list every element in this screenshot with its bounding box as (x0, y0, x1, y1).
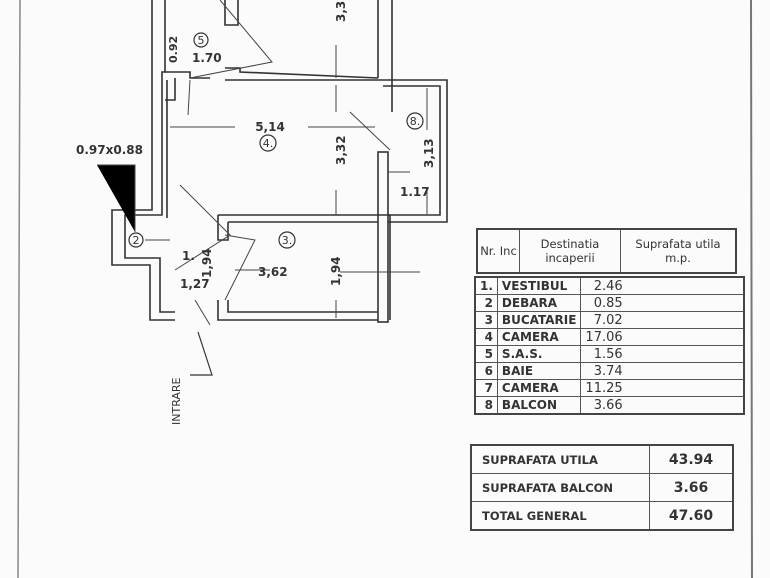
room-number: 8 (474, 396, 498, 415)
header-nr: Nr. Inc (476, 228, 520, 274)
room-area: 3.74 (580, 362, 745, 380)
dim-debara-size: 0.97x0.88 (76, 143, 143, 157)
room-2-marker: 2 (133, 234, 140, 247)
room-area: 3.66 (580, 396, 745, 415)
summary-value: 43.94 (649, 444, 734, 474)
rooms-table-header: Nr. Inc Destinatia incaperii Suprafata u… (476, 228, 737, 274)
page-border-left (17, 0, 21, 578)
dim-balcony-height: 3,13 (422, 138, 436, 168)
room-name: BALCON (496, 396, 582, 415)
room-area: 1.56 (580, 345, 745, 363)
room-number: 7 (474, 379, 498, 397)
summary-label: TOTAL GENERAL (470, 501, 650, 531)
room-area: 0.85 (580, 294, 745, 312)
header-area: Suprafata utila m.p. (620, 228, 737, 274)
room-name: BAIE (496, 362, 582, 380)
room-3-marker: 3. (282, 234, 293, 247)
room-area: 7.02 (580, 311, 745, 329)
header-destination: Destinatia incaperii (519, 228, 621, 274)
room-8-marker: 8. (410, 115, 421, 128)
dim-room4-height: 3,32 (334, 135, 348, 165)
room-markers (128, 32, 424, 249)
room-name: VESTIBUL (496, 276, 582, 295)
room-area: 17.06 (580, 328, 745, 346)
room-name: S.A.S. (496, 345, 582, 363)
room-5-marker: 5 (198, 34, 205, 47)
room-4-marker: 4. (263, 137, 274, 150)
room-number: 3 (474, 311, 498, 329)
dim-room4-width: 5,14 (255, 120, 285, 134)
dimension-lines (97, 45, 428, 318)
room-area: 2.46 (580, 276, 745, 295)
room-number: 4 (474, 328, 498, 346)
dim-kitchen-width: 3,62 (258, 265, 288, 279)
summary-value: 47.60 (649, 501, 734, 531)
page-border-right (750, 0, 753, 578)
dim-vestibul-height: 1,94 (200, 248, 214, 278)
room-name: DEBARA (496, 294, 582, 312)
room-number: 2 (474, 294, 498, 312)
dim-balcony-width: 1.17 (400, 185, 430, 199)
dim-room7-height: 3,3 (334, 1, 348, 22)
room-number: 5 (474, 345, 498, 363)
room-name: CAMERA (496, 379, 582, 397)
doors (174, 0, 391, 326)
dim-sas-width: 0.92 (167, 36, 180, 63)
summary-label: SUPRAFATA BALCON (470, 473, 650, 502)
summary-value: 3.66 (649, 473, 734, 502)
room-1-marker: 1. (182, 249, 195, 263)
dim-sas-length: 1.70 (192, 51, 222, 65)
dim-kitchen-height: 1,94 (329, 256, 343, 286)
entrance-label: INTRARE (170, 377, 183, 425)
summary-label: SUPRAFATA UTILA (470, 444, 650, 474)
room-number: 6 (474, 362, 498, 380)
room-area: 11.25 (580, 379, 745, 397)
room-name: BUCATARIE (496, 311, 582, 329)
entrance-arrow-icon (190, 331, 213, 376)
room-number: 1. (474, 276, 498, 295)
room-name: CAMERA (496, 328, 582, 346)
walls (111, 0, 448, 323)
dim-vestibul-width: 1,27 (180, 277, 210, 291)
